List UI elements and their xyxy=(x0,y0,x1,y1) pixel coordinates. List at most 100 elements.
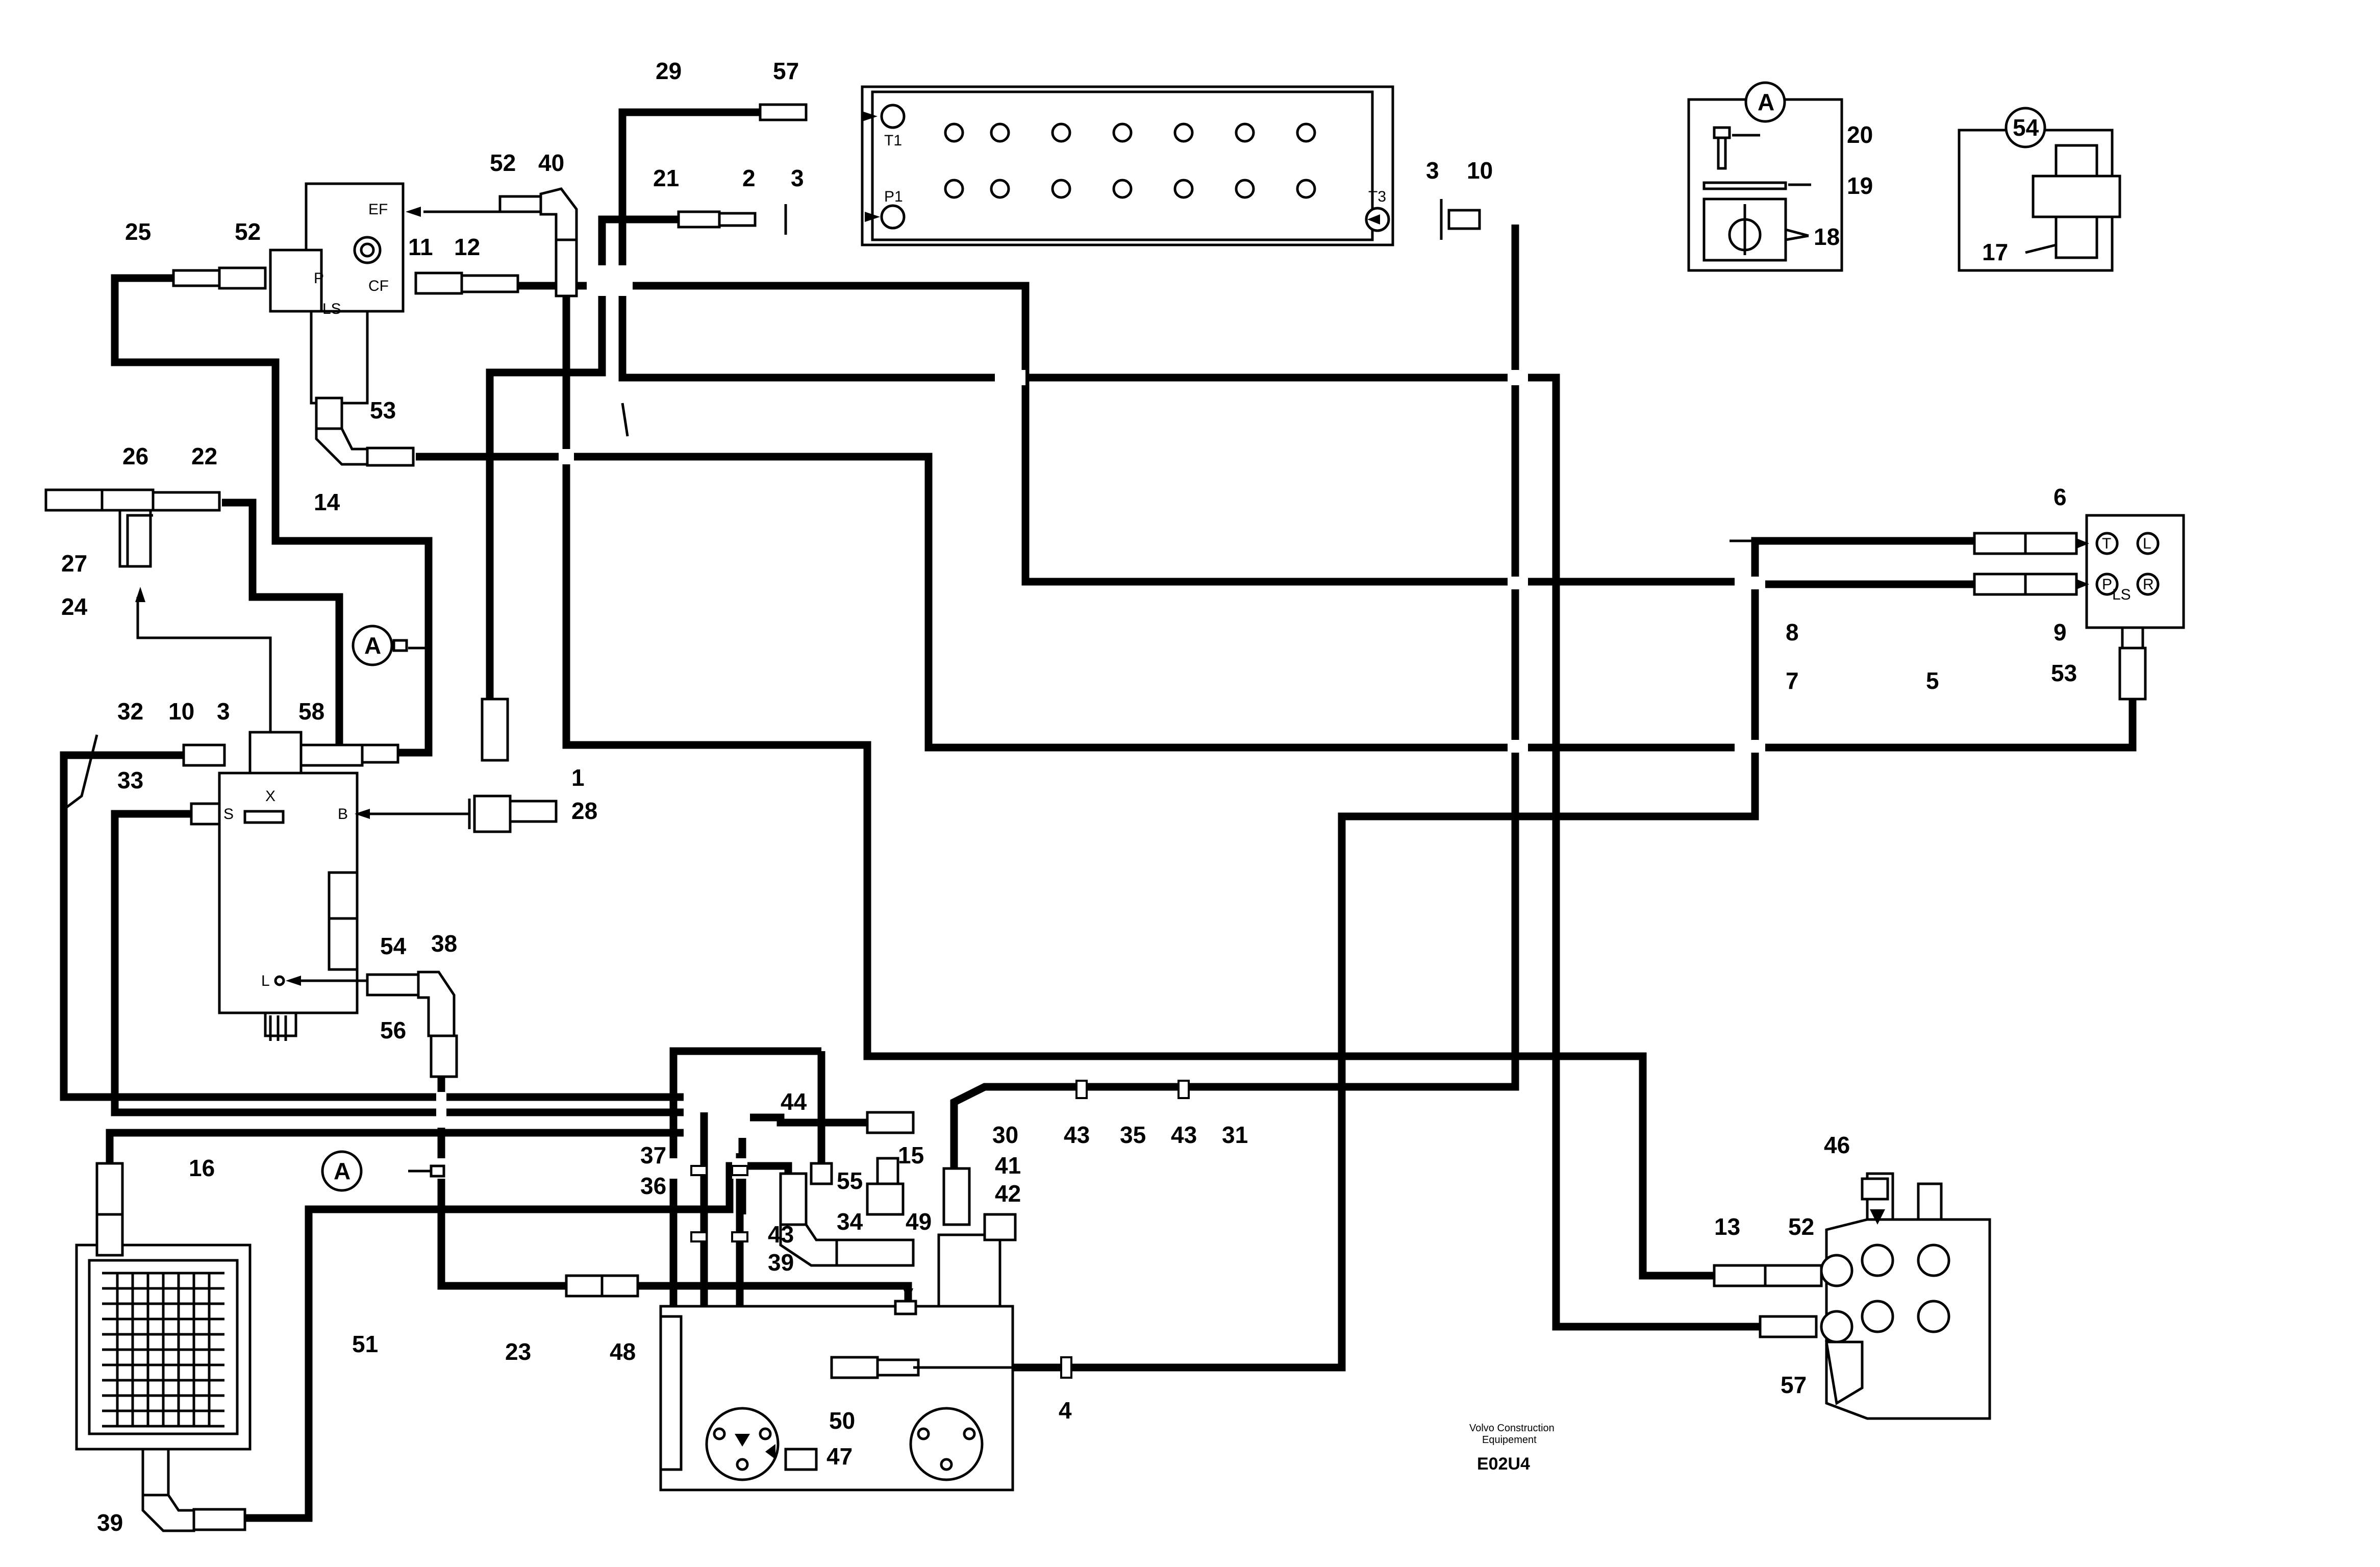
fitting-54-hose xyxy=(328,871,359,920)
fitting-47 xyxy=(784,1448,818,1471)
fitting-14 xyxy=(366,446,415,467)
fitting-28 xyxy=(473,794,512,833)
port-t1-icon xyxy=(880,104,906,129)
callout-24: 24 xyxy=(61,593,88,620)
fitting-50 xyxy=(830,1356,879,1379)
fitting-48 xyxy=(600,1274,639,1298)
callout-13: 13 xyxy=(1714,1213,1740,1240)
port-t1-label: T1 xyxy=(884,132,902,149)
callout-40: 40 xyxy=(538,150,564,176)
line-from-22 xyxy=(222,499,343,753)
line-29 xyxy=(618,108,1811,1331)
port-p1-icon xyxy=(880,204,906,230)
callout-33: 33 xyxy=(117,767,143,793)
fitting-55 xyxy=(866,1182,905,1216)
callout-1: 1 xyxy=(571,764,585,791)
fitting-16b xyxy=(95,1213,124,1257)
fitting-50b xyxy=(876,1358,920,1377)
priority-valve: EF P CF LS xyxy=(269,182,405,405)
elbow-14 xyxy=(315,427,369,466)
control-valve-block: T1 P1 T3 xyxy=(861,85,1394,246)
flow-arrows xyxy=(135,111,2089,1459)
line-32 xyxy=(60,751,699,1101)
fitting-58b xyxy=(361,743,399,764)
callout-41: 41 xyxy=(995,1152,1021,1179)
callout-47: 47 xyxy=(826,1443,853,1470)
callout-29: 29 xyxy=(656,58,682,84)
fitting-39b xyxy=(192,1508,246,1531)
callout-51: 51 xyxy=(352,1331,378,1357)
line-21 xyxy=(486,215,679,699)
leader-lines xyxy=(60,199,1755,1369)
fitting-25 xyxy=(172,269,221,287)
callout-48: 48 xyxy=(610,1338,636,1365)
detail-a-box: A xyxy=(1687,81,1843,272)
a-callout-upper: A xyxy=(364,632,381,659)
line-31 xyxy=(950,225,1519,1174)
callout-56: 56 xyxy=(380,1017,406,1043)
fitting-57-right xyxy=(1759,1315,1818,1338)
fitting-44 xyxy=(866,1111,915,1134)
fitting-42 xyxy=(983,1213,1017,1241)
valve-port-l: L xyxy=(2143,535,2151,552)
manufacturer-line-2: Equipement xyxy=(1482,1434,1537,1446)
port-l-label: L xyxy=(261,973,270,989)
callout-44: 44 xyxy=(781,1088,807,1115)
elbow-38 xyxy=(417,971,456,1037)
fitting-6b xyxy=(2024,532,2078,555)
fitting-52-top xyxy=(498,195,542,213)
callout-58: 58 xyxy=(298,698,324,725)
fitting-10-left xyxy=(182,743,226,767)
callout-14: 14 xyxy=(314,489,340,515)
callout-43-left: 43 xyxy=(768,1221,794,1248)
hydraulic-tank xyxy=(659,1233,1014,1491)
port-cf-label: CF xyxy=(368,278,389,294)
fitting-39-bottom xyxy=(141,1448,170,1497)
fitting-54 xyxy=(328,917,359,971)
a-callouts: A A xyxy=(321,625,445,1192)
callout-21: 21 xyxy=(653,165,679,191)
auxiliary-valve xyxy=(1820,1172,1991,1420)
hose-fittings xyxy=(44,103,2147,1532)
drawing-caption: Volvo Construction Equipement E02U4 xyxy=(1469,1423,1555,1474)
port-b-label: B xyxy=(338,806,348,823)
callout-23: 23 xyxy=(505,1338,531,1365)
callout-55: 55 xyxy=(837,1167,863,1194)
fitting-10-top xyxy=(1447,209,1481,230)
callout-26: 26 xyxy=(122,443,148,469)
valve-port-ls: LS xyxy=(2112,586,2131,603)
detail-54-label: 54 xyxy=(2013,114,2039,141)
callout-46: 46 xyxy=(1824,1132,1850,1158)
fitting-26b xyxy=(101,488,155,512)
callout-11: 11 xyxy=(408,234,433,260)
callout-54: 54 xyxy=(380,933,407,959)
callout-10-left: 10 xyxy=(168,698,194,725)
line-16 xyxy=(106,1129,699,1163)
manufacturer-line-1: Volvo Construction xyxy=(1469,1423,1555,1434)
port-p1-label: P1 xyxy=(884,188,903,205)
fitting-33 xyxy=(190,802,221,826)
fitting-26 xyxy=(44,488,104,512)
line-33 xyxy=(111,810,699,1116)
port-ls-label: LS xyxy=(322,301,341,317)
fitting-58 xyxy=(299,743,364,767)
fitting-11 xyxy=(460,274,519,293)
line-25 xyxy=(111,274,433,757)
callout-16: 16 xyxy=(189,1155,215,1181)
fitting-40-down xyxy=(555,238,578,297)
detail-54-box: 54 xyxy=(1958,107,2121,272)
callout-9: 9 xyxy=(2053,619,2067,645)
callout-43-right: 43 xyxy=(1171,1122,1197,1148)
hydraulic-lines xyxy=(60,108,2137,1522)
callout-31: 31 xyxy=(1222,1122,1248,1148)
callout-4: 4 xyxy=(1059,1397,1072,1424)
callout-30: 30 xyxy=(992,1122,1018,1148)
callout-52-right: 52 xyxy=(1788,1213,1814,1240)
callout-17: 17 xyxy=(1982,239,2008,265)
line-23 xyxy=(437,1056,566,1290)
callout-27: 27 xyxy=(61,550,87,577)
callout-2: 2 xyxy=(742,165,756,191)
callout-49: 49 xyxy=(906,1208,932,1235)
valve-port-p: P xyxy=(2102,576,2112,593)
